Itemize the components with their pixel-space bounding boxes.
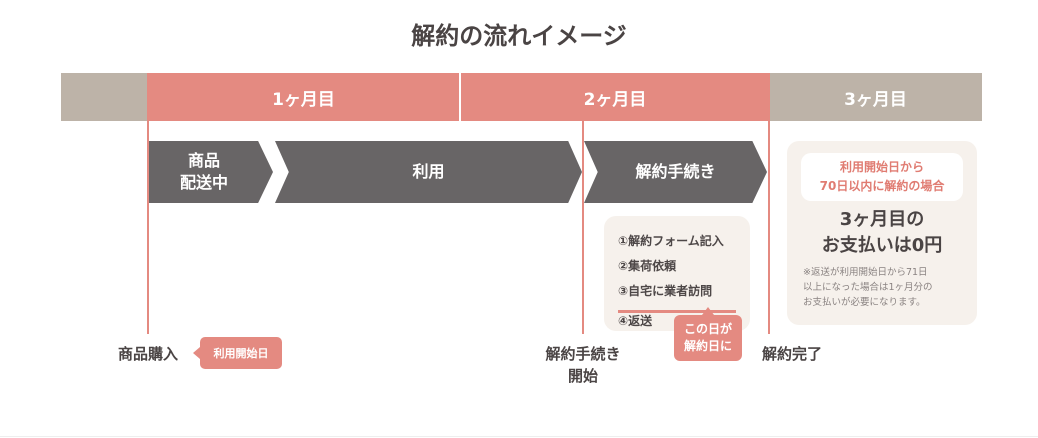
condition-line1: 利用開始日から bbox=[839, 160, 924, 174]
milestone-cancel-complete-label: 解約完了 bbox=[762, 345, 823, 363]
step-item: ②集荷依頼 bbox=[618, 259, 677, 273]
start-date-tag: 利用開始日 bbox=[193, 337, 282, 369]
line-cancel-complete bbox=[768, 73, 770, 334]
step-item: ①解約フォーム記入 bbox=[618, 234, 724, 248]
band-month-2: 2ヶ月目 bbox=[461, 73, 769, 121]
phase-usage-arrow: 利用 bbox=[275, 141, 582, 203]
band-month-1: 1ヶ月目 bbox=[148, 73, 459, 121]
band-divider bbox=[459, 73, 461, 121]
cancel-start-line1: 解約手続き bbox=[545, 345, 621, 363]
cancel-start-line2: 開始 bbox=[567, 367, 598, 385]
phase-cancel-arrow: 解約手続き bbox=[584, 141, 767, 203]
milestone-purchase-label: 商品購入 bbox=[118, 345, 179, 363]
footnote-line3: お支払いが必要になります。 bbox=[803, 297, 926, 308]
month3-note-box: 利用開始日から 70日以内に解約の場合 3ヶ月目の お支払いは0円 ※返送が利用… bbox=[787, 141, 977, 325]
step-item: ③自宅に業者訪問 bbox=[618, 284, 713, 298]
phase-shipping-arrow: 商品 配送中 bbox=[149, 141, 273, 203]
cancel-steps-box: ①解約フォーム記入 ②集荷依頼 ③自宅に業者訪問 ④返送 ④返送 bbox=[604, 216, 750, 331]
phase-cancel-label: 解約手続き bbox=[635, 162, 716, 181]
line-cancel-start bbox=[582, 121, 584, 334]
phase-shipping-line1: 商品 bbox=[187, 151, 220, 170]
condition-line2: 70日以内に解約の場合 bbox=[819, 179, 945, 193]
page-title: 解約の流れイメージ bbox=[411, 22, 627, 50]
bottom-divider bbox=[0, 436, 1038, 437]
phase-shipping-line2: 配送中 bbox=[179, 173, 228, 192]
step-item-return: ④返送 bbox=[618, 314, 653, 328]
payment-main-line2: お支払いは0円 bbox=[821, 235, 943, 256]
step-highlight-underline bbox=[618, 310, 736, 313]
payment-main-text: 3ヶ月目の お支払いは0円 bbox=[787, 207, 977, 259]
phase-usage-label: 利用 bbox=[412, 162, 445, 181]
line-purchase bbox=[147, 73, 149, 334]
cancel-date-callout: この日が 解約日に bbox=[674, 307, 742, 361]
footnote-line2: 以上になった場合は1ヶ月分の bbox=[803, 282, 933, 293]
payment-footnote: ※返送が利用開始日から71日 以上になった場合は1ヶ月分の お支払いが必要になり… bbox=[803, 265, 967, 310]
footnote-line1: ※返送が利用開始日から71日 bbox=[803, 267, 928, 278]
payment-main-line1: 3ヶ月目の bbox=[839, 209, 925, 230]
callout-line1: この日が bbox=[683, 322, 732, 336]
band-pre bbox=[61, 73, 148, 121]
band-month-3: 3ヶ月目 bbox=[769, 73, 982, 121]
condition-pill: 利用開始日から 70日以内に解約の場合 bbox=[801, 153, 963, 201]
milestone-cancel-start-label: 解約手続き 開始 bbox=[533, 343, 633, 387]
callout-line2: 解約日に bbox=[683, 339, 732, 353]
